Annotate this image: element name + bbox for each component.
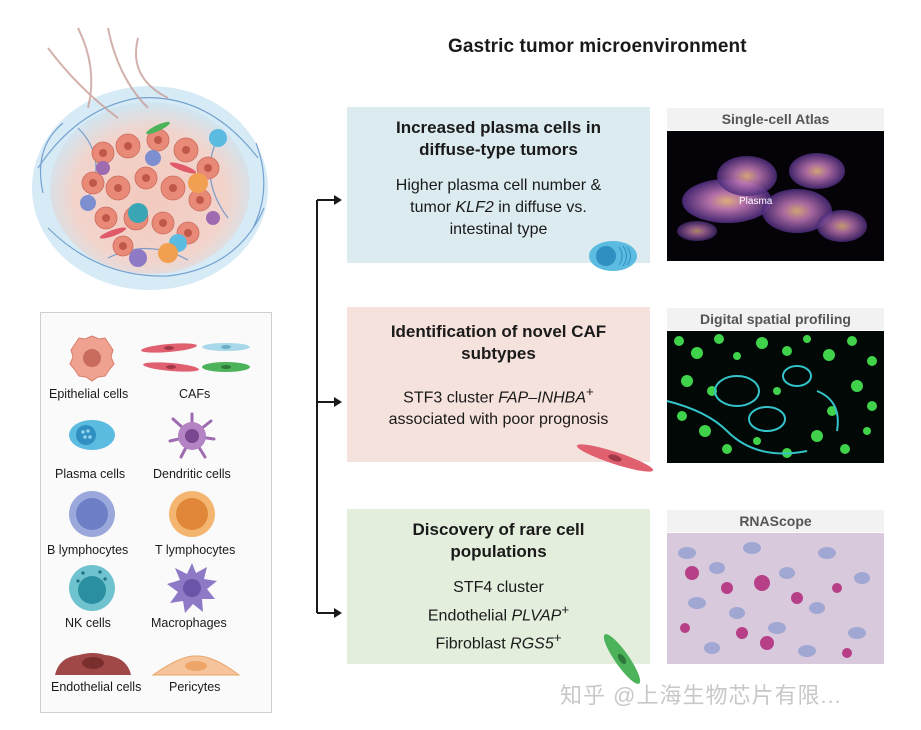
panel1-desc-line2-pre: tumor [410,199,456,216]
panel2-heading-line2: subtypes [461,344,536,363]
panel3-sup2: + [553,630,562,646]
rnascope-image [667,533,884,664]
panel3-gene-rgs5: RGS5 [510,635,554,653]
caf-icon [576,444,654,472]
panel2-heading-line1: Identification of novel CAF [390,322,607,341]
legend-label-t-lymph: T lymphocytes [155,543,236,557]
cell-legend: Epithelial cells CAFs Plasma cells Dendr… [40,312,272,713]
endothelial-cell-icon [55,653,131,675]
panel-caf-subtypes: Identification of novel CAF subtypes STF… [347,307,654,472]
panel1-heading-line1: Increased plasma cells in [395,118,602,137]
bracket-connector [316,195,342,618]
image2-caption: Digital spatial profiling [667,308,884,330]
panel2-gene-fap-inhba: FAP–INHBA [498,389,587,407]
legend-label-dendritic: Dendritic cells [153,467,231,481]
legend-label-cafs: CAFs [179,387,211,401]
panel3-desc-line2-pre: Endothelial [427,607,512,625]
plasma-cell-icon [69,420,115,450]
legend-label-macrophages: Macrophages [151,616,227,630]
image3-caption: RNAScope [667,510,884,532]
panel1-desc-line2-post: in diffuse vs. [493,199,587,216]
panel1-gene-klf2: KLF2 [455,199,494,216]
macrophage-icon [167,563,217,613]
legend-label-endothelial: Endothelial cells [51,680,142,694]
panel-plasma-cells: Increased plasma cells in diffuse-type t… [347,107,650,271]
panel3-gene-plvap: PLVAP [511,607,562,625]
legend-label-pericytes: Pericytes [169,680,221,694]
t-lymphocyte-icon [169,491,215,537]
diagram-title: Gastric tumor microenvironment [448,36,747,57]
single-cell-atlas-image: Plasma [667,131,884,261]
epithelial-cell-icon [69,335,115,382]
panel1-desc-line3: intestinal type [449,221,548,238]
legend-label-plasma: Plasma cells [55,467,126,481]
caf-icon [141,343,250,372]
panel2-desc-line2: associated with poor prognosis [388,411,609,429]
legend-label-epithelial: Epithelial cells [49,387,129,401]
legend-label-b-lymph: B lymphocytes [47,543,129,557]
panel3-desc-line3-pre: Fibroblast [435,635,511,653]
pericyte-icon [151,655,241,676]
plasma-cell-icon [589,241,637,271]
panel3-desc-line1: STF4 cluster [453,579,544,596]
tumor-illustration [32,27,268,290]
panel2-sup: + [586,384,594,399]
legend-label-nk: NK cells [65,616,111,630]
fibroblast-icon [603,634,641,684]
panel2-desc-line1-pre: STF3 cluster [403,389,499,407]
panel3-sup1: + [561,602,570,617]
nk-cell-icon [69,565,115,611]
panel1-heading-line2: diffuse-type tumors [419,140,578,159]
plasma-cluster-label: Plasma [739,196,773,207]
panel-rare-cells: Discovery of rare cell populations STF4 … [347,509,650,684]
watermark-text: 知乎 @上海生物芯片有限... [560,683,842,708]
dendritic-cell-icon [168,412,216,459]
image1-caption: Single-cell Atlas [667,108,884,130]
panel3-heading-line1: Discovery of rare cell [412,520,585,539]
panel3-heading-line2: populations [450,542,547,561]
panel1-desc-line1: Higher plasma cell number & [395,177,602,194]
digital-spatial-profiling-image [666,331,884,463]
b-lymphocyte-icon [69,491,115,537]
